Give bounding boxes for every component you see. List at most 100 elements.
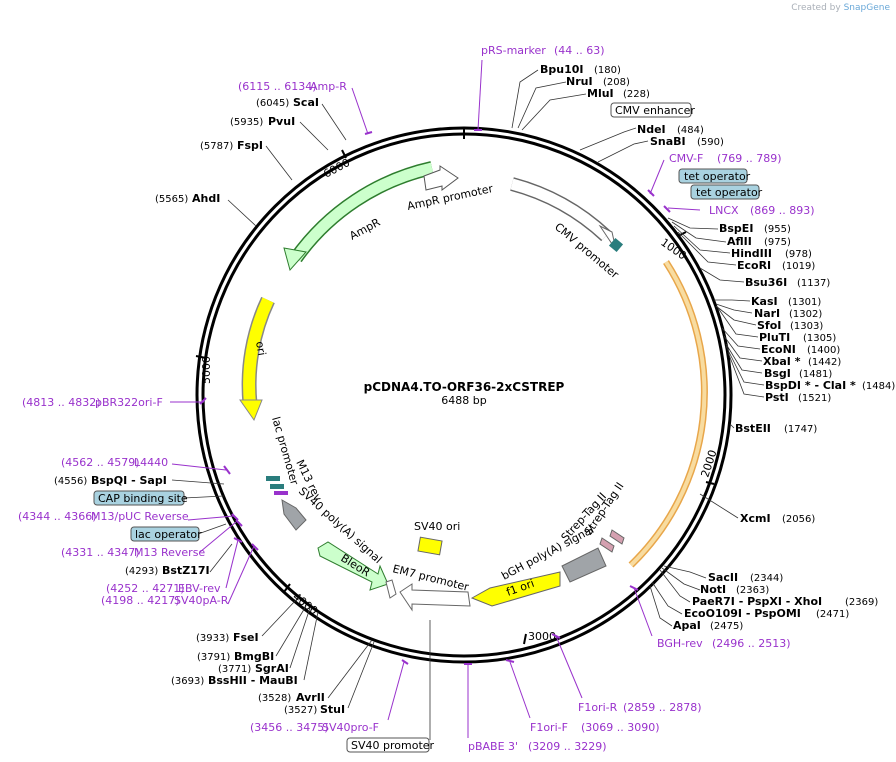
site-psti[interactable]: PstI [765,391,789,404]
primer-f1ori-r[interactable]: F1ori-R [578,701,618,714]
tick-6000-mark [341,149,347,159]
primer-pbabe-3[interactable]: pBABE 3' [468,740,518,753]
site-noti[interactable]: NotI [700,583,726,596]
label-sv40-promoter[interactable]: SV40 promoter [351,739,435,752]
site-hindiii[interactable]: HindIII [731,247,772,260]
site-bsshii-maubi[interactable]: BssHII - MauBI [208,674,298,687]
primer-f1ori-f[interactable]: F1ori-F [530,721,568,734]
svg-text:(955): (955) [764,224,791,235]
site-bsu36i[interactable]: Bsu36I [745,276,787,289]
em7-promoter-arrow[interactable] [399,583,471,612]
site-drui[interactable]: NruI [566,75,593,88]
primer-amp-r[interactable]: Amp-R [310,80,347,93]
site-bspei[interactable]: BspEI [719,222,753,235]
primer-labels: pRS-marker (44 .. 63) (6115 .. 6134) Amp… [18,44,815,753]
site-bstz17i[interactable]: BstZ17I [162,564,210,577]
site-nari[interactable]: NarI [754,307,780,320]
primer-prs-marker[interactable]: pRS-marker [481,44,546,57]
site-ecori[interactable]: EcoRI [737,259,771,272]
svg-text:(3527): (3527) [284,705,317,716]
primer-m13-reverse[interactable]: M13 Reverse [134,546,205,559]
svg-text:(5787): (5787) [200,141,233,152]
site-bspqi-sapi[interactable]: BspQI - SapI [91,474,167,487]
svg-text:(2344): (2344) [750,573,783,584]
sv40-ori-block[interactable] [417,536,443,556]
tick-5000-mark [195,355,207,359]
site-bspdi-clai[interactable]: BspDI * - ClaI * [765,379,856,392]
sv40-polya-block[interactable] [281,499,307,531]
site-stui[interactable]: StuI [320,703,345,716]
label-ampr: AmpR [347,216,382,243]
svg-text:(1747): (1747) [784,424,817,435]
strep-tag-1[interactable] [599,537,615,553]
leader-lines-right [511,69,765,627]
primer-bgh-rev[interactable]: BGH-rev [657,637,703,650]
primer-m13-puc-reverse[interactable]: M13/pUC Reverse [91,510,189,523]
site-bpu10i[interactable]: Bpu10I [540,63,584,76]
svg-text:(869 .. 893): (869 .. 893) [750,204,815,217]
label-cap-binding-site[interactable]: CAP binding site [98,492,188,505]
site-aflii[interactable]: AflII [727,235,752,248]
site-pvui[interactable]: PvuI [268,115,295,128]
svg-text:(2056): (2056) [782,514,815,525]
svg-text:(1301): (1301) [788,297,821,308]
site-ahdi[interactable]: AhdI [192,192,220,205]
site-sgrai[interactable]: SgrAI [255,662,289,675]
primer-cmv-f[interactable]: CMV-F [669,152,703,165]
primer-pbr322ori-f[interactable]: pBR322ori-F [95,396,163,409]
site-bmgbi[interactable]: BmgBI [234,650,274,663]
primer-lncx[interactable]: LNCX [709,204,739,217]
site-ecoo109i-pspomi[interactable]: EcoO109I - PspOMI [684,607,801,620]
site-bsteii[interactable]: BstEII [735,422,771,435]
svg-text:(6115 .. 6134): (6115 .. 6134) [238,80,317,93]
f1-ori-arrow[interactable] [470,571,561,607]
site-paer7i-pspxi-xhoi[interactable]: PaeR7I - PspXI - XhoI [692,595,822,608]
ampr-arrowhead [283,247,307,272]
site-snabi[interactable]: SnaBI [650,135,686,148]
site-xcmi[interactable]: XcmI [740,512,771,525]
svg-text:(2475): (2475) [710,621,743,632]
tick-label-5000: 5000 [200,356,213,384]
site-econi[interactable]: EcoNI [761,343,796,356]
site-scai[interactable]: ScaI [293,96,319,109]
boxed-labels: CMV enhancer tet operator tet operator C… [93,102,763,753]
site-fsei[interactable]: FseI [233,631,259,644]
site-sfoi[interactable]: SfoI [757,319,781,332]
svg-text:(1400): (1400) [807,345,840,356]
primer-sv40pro-f[interactable]: SV40pro-F [322,721,379,734]
svg-text:(1521): (1521) [798,393,831,404]
bgh-polya-block[interactable] [561,547,607,583]
site-fspi[interactable]: FspI [237,139,263,152]
site-xbai[interactable]: XbaI * [763,355,801,368]
site-ndei[interactable]: NdeI [637,123,666,136]
site-avrii[interactable]: AvrII [296,691,325,704]
site-kasi[interactable]: KasI [751,295,778,308]
svg-text:(3771): (3771) [218,664,251,675]
primer-sv40pa-r[interactable]: SV40pA-R [174,594,229,607]
site-pluti[interactable]: PluTI [759,331,790,344]
site-mlui[interactable]: MluI [587,87,614,100]
site-apai[interactable]: ApaI [673,619,701,632]
label-cmv-enhancer[interactable]: CMV enhancer [615,104,695,117]
svg-text:(2496 .. 2513): (2496 .. 2513) [712,637,791,650]
svg-text:(3791): (3791) [197,652,230,663]
tick-label-3000: 3000 [528,630,556,643]
strep-tag-2[interactable] [609,529,625,545]
snapgene-credit: Created by SnapGene [791,3,890,13]
primer-l4440[interactable]: L4440 [134,456,168,469]
ampr-promoter-arrow[interactable] [423,165,459,191]
svg-text:(1481): (1481) [799,369,832,380]
svg-text:(3209 .. 3229): (3209 .. 3229) [528,740,607,753]
tick-4000-mark [283,583,291,593]
label-tet-operator-1[interactable]: tet operator [684,170,751,183]
snapgene-logo-text: SnapGene [843,3,890,13]
svg-text:(1303): (1303) [790,321,823,332]
label-tet-operator-2[interactable]: tet operator [696,186,763,199]
site-bsgi[interactable]: BsgI [764,367,791,380]
primer-ebv-rev[interactable]: EBV-rev [178,582,221,595]
label-lac-operator[interactable]: lac operator [135,528,202,541]
site-sacii[interactable]: SacII [708,571,738,584]
svg-text:(2369): (2369) [845,597,878,608]
svg-text:(44 .. 63): (44 .. 63) [554,44,605,57]
